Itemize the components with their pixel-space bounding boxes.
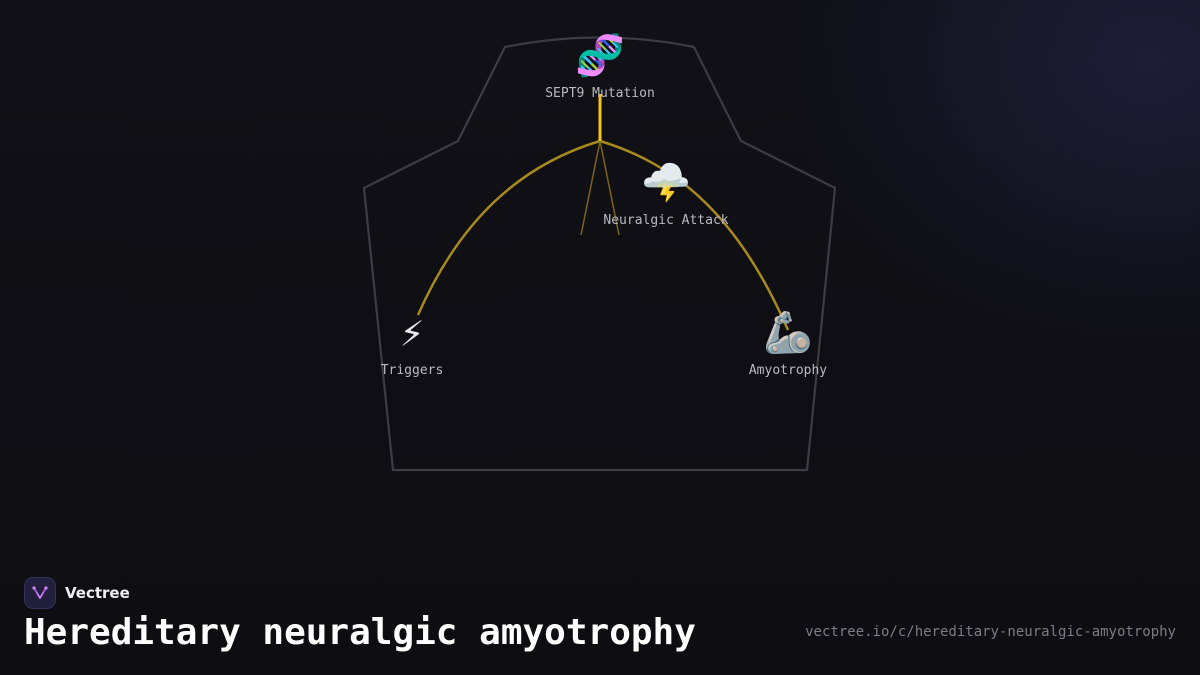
mechanical-arm-icon: 🦾 xyxy=(763,310,813,356)
node-neuralgic-attack[interactable]: 🌩️ Neuralgic Attack xyxy=(603,159,728,228)
node-triggers[interactable]: ⚡ Triggers xyxy=(381,309,444,378)
storm-cloud-icon: 🌩️ xyxy=(641,160,691,206)
thin-branch-left xyxy=(580,140,601,236)
lightning-icon: ⚡ xyxy=(399,310,425,356)
branch-to-amyotrophy xyxy=(599,139,790,331)
node-label: Amyotrophy xyxy=(748,363,828,378)
node-amyotrophy[interactable]: 🦾 Amyotrophy xyxy=(749,309,827,378)
brand[interactable]: Vectree xyxy=(24,577,130,609)
branch-to-triggers xyxy=(416,139,601,316)
node-label: Triggers xyxy=(380,363,444,378)
node-label: Neuralgic Attack xyxy=(603,213,729,228)
page-title: Hereditary neuralgic amyotrophy xyxy=(24,612,696,653)
page-url[interactable]: vectree.io/c/hereditary-neuralgic-amyotr… xyxy=(805,624,1176,640)
thin-branch-right xyxy=(599,140,620,236)
node-label: SEPT9 Mutation xyxy=(545,86,655,101)
body-outline xyxy=(362,36,837,472)
node-sept9-mutation[interactable]: 🧬 SEPT9 Mutation xyxy=(545,32,655,101)
vectree-logo-icon xyxy=(24,577,56,609)
brand-name: Vectree xyxy=(65,584,130,602)
dna-icon: 🧬 xyxy=(575,33,625,79)
